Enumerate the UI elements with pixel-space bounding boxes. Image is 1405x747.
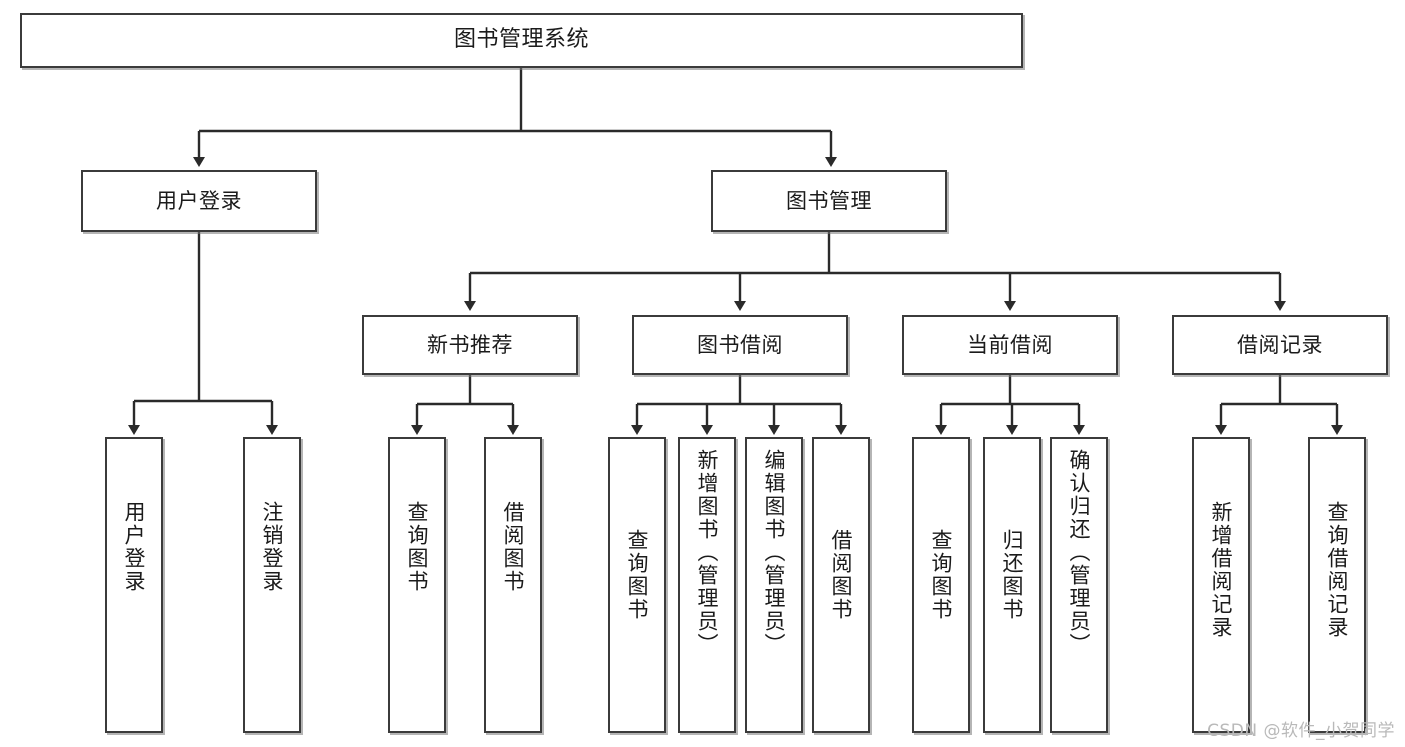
leaf-label: 用户登录 <box>122 501 147 593</box>
leaf-label: 借阅图书 <box>501 501 526 593</box>
node-book-management[interactable]: 图书管理 <box>711 170 947 232</box>
leaf-current-return-book[interactable]: 归还图书 <box>983 437 1041 733</box>
node-book-borrow[interactable]: 图书借阅 <box>632 315 848 375</box>
node-root-system[interactable]: 图书管理系统 <box>20 13 1023 68</box>
leaf-user-logout[interactable]: 注销登录 <box>243 437 301 733</box>
node-label: 图书管理 <box>786 188 872 213</box>
leaf-label: 确认归还（管理员） <box>1067 449 1092 656</box>
leaf-label: 归还图书 <box>1000 529 1025 621</box>
leaf-label: 编辑图书（管理员） <box>762 449 787 656</box>
leaf-label: 查询图书 <box>625 529 650 621</box>
leaf-label: 查询借阅记录 <box>1325 501 1350 639</box>
node-label: 当前借阅 <box>967 332 1053 357</box>
node-label: 图书管理系统 <box>453 27 589 53</box>
leaf-current-confirm-return-admin[interactable]: 确认归还（管理员） <box>1050 437 1108 733</box>
node-new-book-recommend[interactable]: 新书推荐 <box>362 315 578 375</box>
csdn-watermark: CSDN @软件_小贺同学 <box>1207 721 1395 741</box>
leaf-label: 查询图书 <box>405 501 430 593</box>
leaf-label: 注销登录 <box>260 501 285 593</box>
leaf-newrec-borrow-book[interactable]: 借阅图书 <box>484 437 542 733</box>
node-label: 借阅记录 <box>1237 332 1323 357</box>
node-current-borrow[interactable]: 当前借阅 <box>902 315 1118 375</box>
node-borrow-records[interactable]: 借阅记录 <box>1172 315 1388 375</box>
leaf-records-add-record[interactable]: 新增借阅记录 <box>1192 437 1250 733</box>
leaf-label: 借阅图书 <box>829 529 854 621</box>
leaf-label: 新增图书（管理员） <box>695 449 720 656</box>
leaf-label: 新增借阅记录 <box>1209 501 1234 639</box>
leaf-user-login[interactable]: 用户登录 <box>105 437 163 733</box>
leaf-label: 查询图书 <box>929 529 954 621</box>
leaf-borrow-add-book-admin[interactable]: 新增图书（管理员） <box>678 437 736 733</box>
leaf-borrow-edit-book-admin[interactable]: 编辑图书（管理员） <box>745 437 803 733</box>
node-label: 新书推荐 <box>427 332 513 357</box>
node-user-login[interactable]: 用户登录 <box>81 170 317 232</box>
leaf-borrow-borrow-book[interactable]: 借阅图书 <box>812 437 870 733</box>
leaf-current-query-book[interactable]: 查询图书 <box>912 437 970 733</box>
leaf-newrec-query-book[interactable]: 查询图书 <box>388 437 446 733</box>
node-label: 图书借阅 <box>697 332 783 357</box>
leaf-borrow-query-book[interactable]: 查询图书 <box>608 437 666 733</box>
leaf-records-query-record[interactable]: 查询借阅记录 <box>1308 437 1366 733</box>
node-label: 用户登录 <box>156 188 242 213</box>
